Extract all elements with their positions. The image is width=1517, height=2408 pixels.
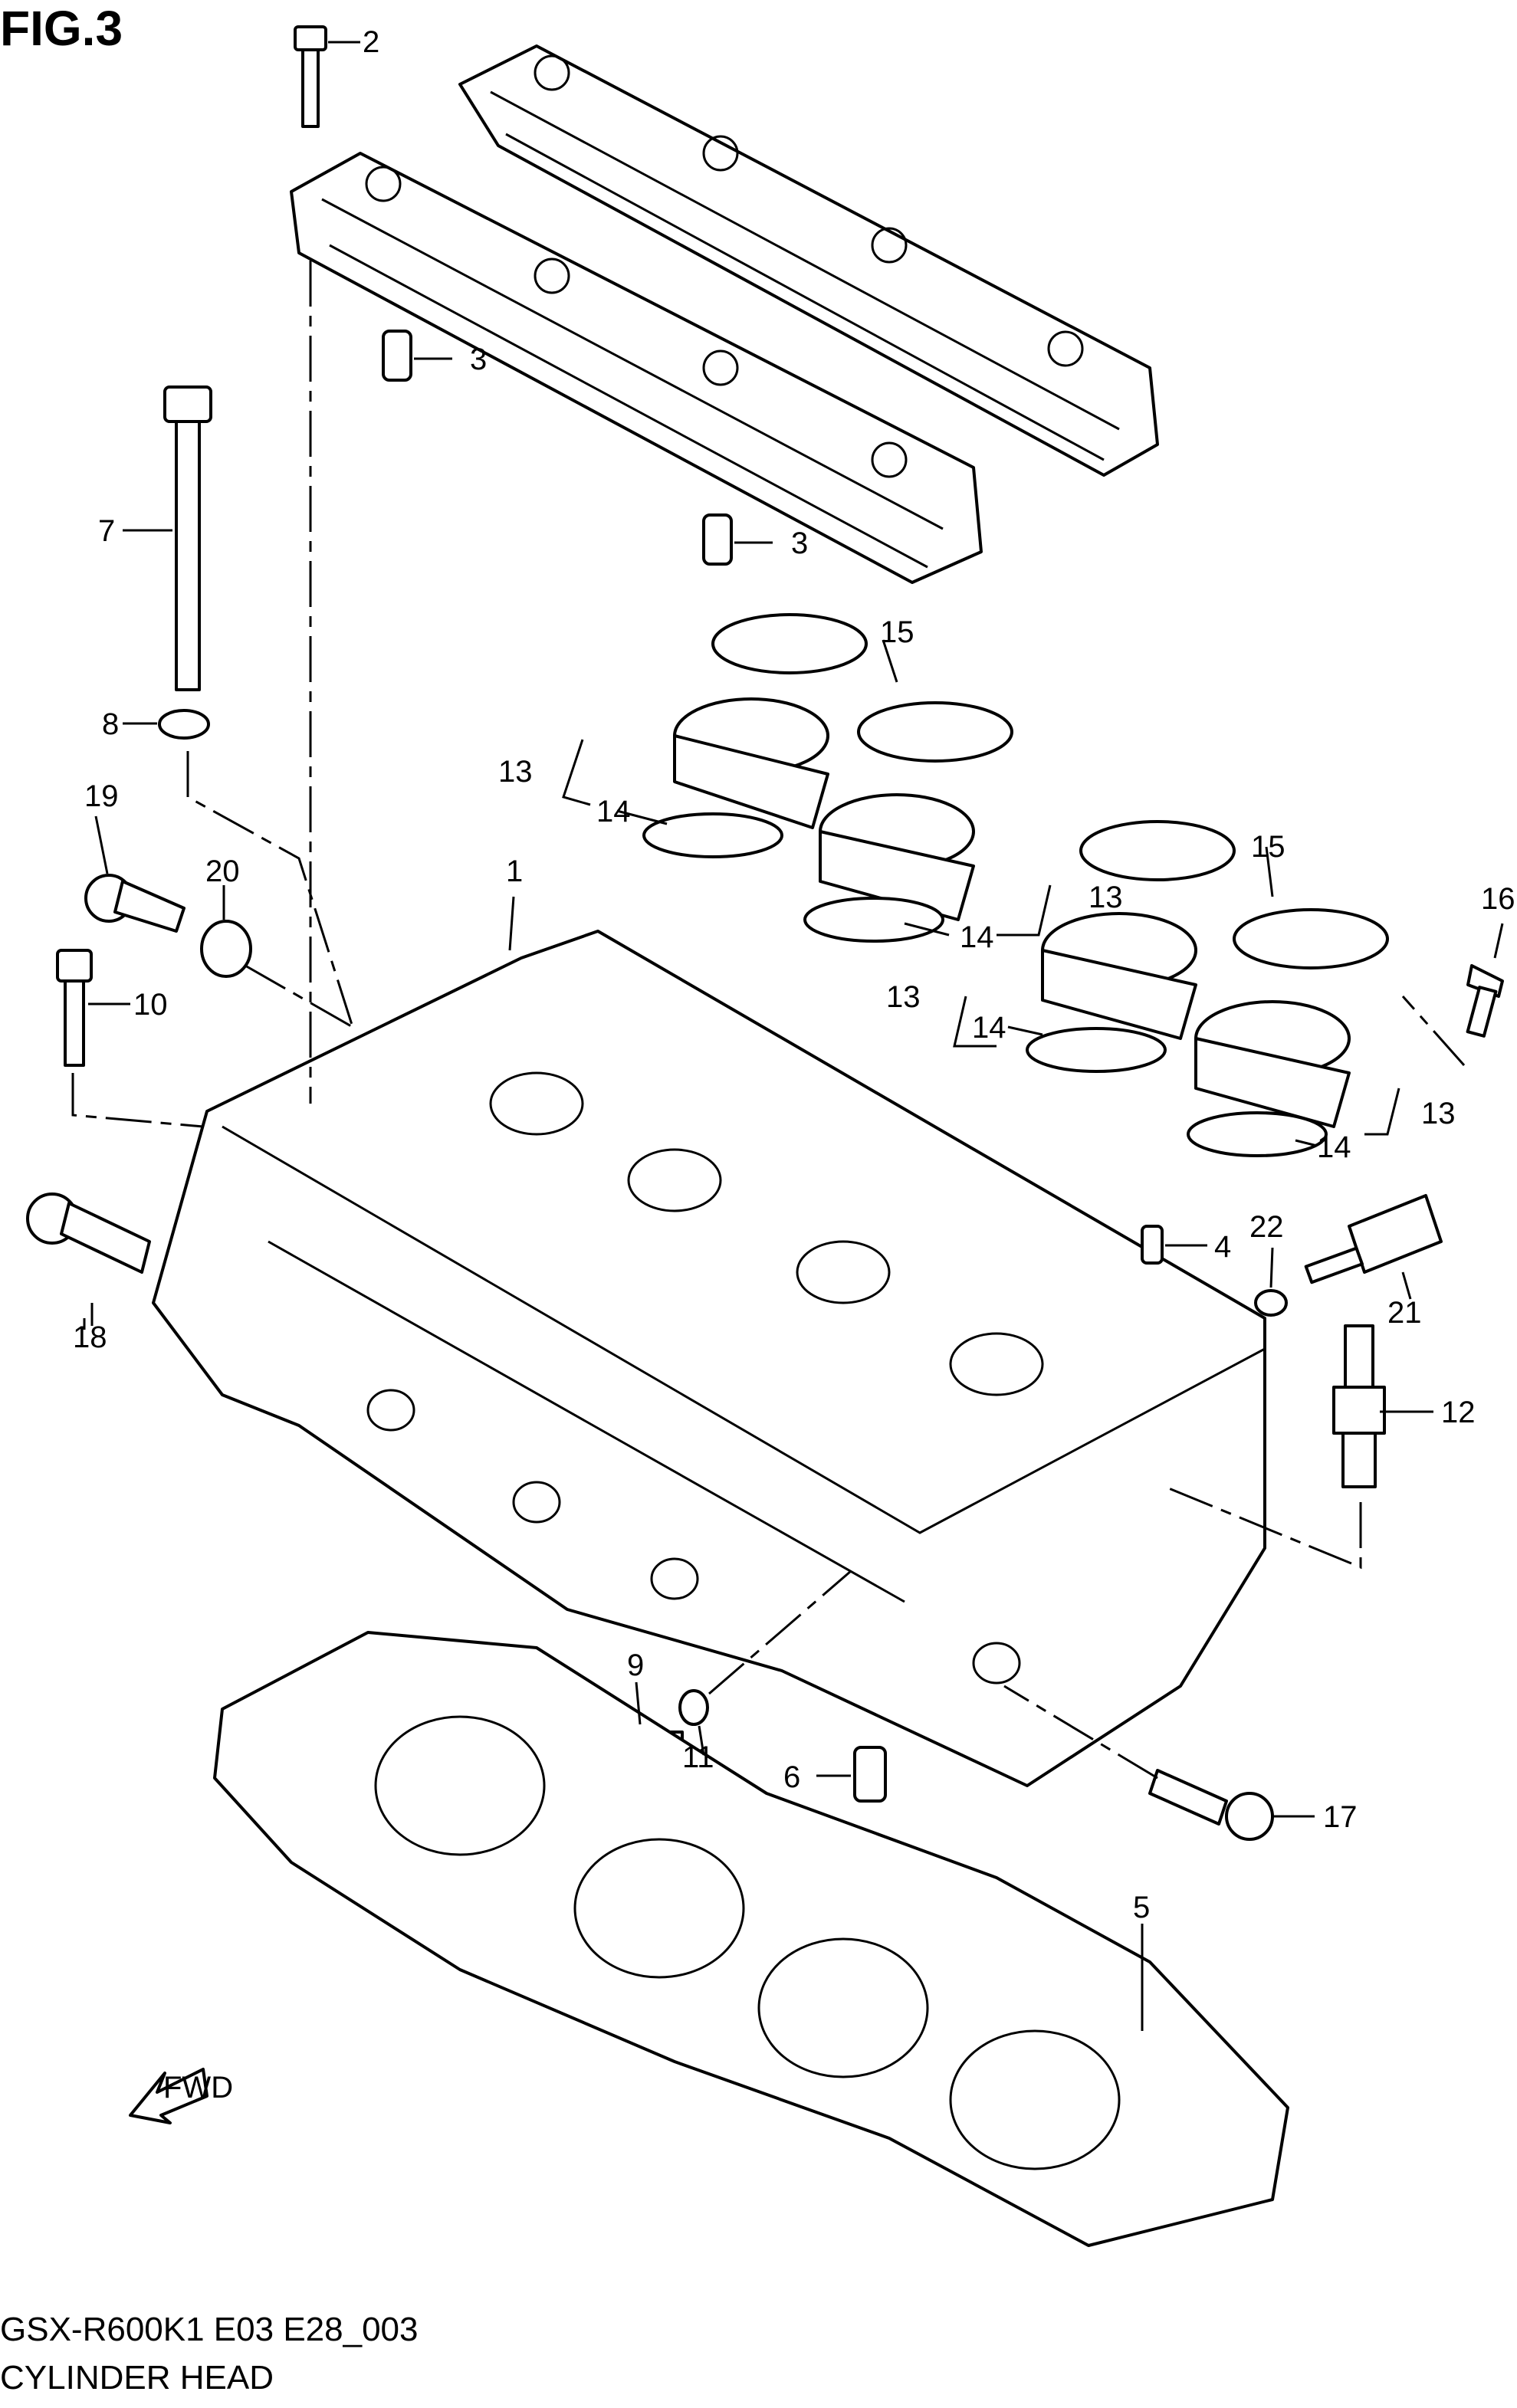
clamp-15c — [1079, 820, 1236, 881]
bolt-17 — [1148, 1769, 1274, 1841]
bolt-10 — [56, 949, 93, 1067]
callout-16: 16 — [1481, 882, 1515, 916]
o-ring-14b — [803, 897, 944, 943]
callout-labels: 2 3 3 7 8 19 20 10 18 1 15 15 13 14 13 1… — [73, 25, 1515, 1924]
bolt-18 — [26, 1193, 151, 1274]
camshaft-holder-rear — [458, 44, 1159, 477]
diagram-caption: CYLINDER HEAD — [0, 2359, 274, 2397]
fwd-label: FWD — [163, 2071, 233, 2105]
leader-lines — [83, 41, 1504, 2031]
clamp-15a — [711, 613, 868, 674]
callout-14c: 14 — [972, 1011, 1006, 1045]
o-ring-14d — [1187, 1111, 1328, 1157]
callout-13d: 13 — [1421, 1097, 1456, 1130]
callout-11: 11 — [682, 1740, 714, 1774]
washer-8 — [158, 709, 210, 740]
callout-9: 9 — [627, 1649, 644, 1682]
bolt-7 — [163, 385, 212, 691]
callout-13c: 13 — [886, 980, 921, 1014]
diagram-code: GSX-R600K1 E03 E28_003 — [0, 2311, 419, 2348]
callout-21: 21 — [1387, 1296, 1422, 1330]
intake-pipe-13c — [1041, 912, 1197, 1040]
bolt-19 — [84, 874, 186, 933]
callout-3b: 3 — [791, 527, 808, 560]
callout-13a: 13 — [498, 755, 533, 789]
callout-8: 8 — [102, 707, 119, 741]
callout-15b: 15 — [1251, 830, 1286, 864]
callout-17: 17 — [1323, 1800, 1358, 1834]
callout-1: 1 — [506, 855, 523, 888]
head-gasket-5 — [213, 1631, 1289, 2247]
callout-22: 22 — [1249, 1210, 1284, 1244]
camshaft-holder-front — [290, 152, 983, 584]
callout-12: 12 — [1441, 1396, 1476, 1429]
callout-20: 20 — [205, 855, 240, 888]
intake-pipe-13a — [673, 697, 829, 829]
clamp-15b — [857, 701, 1013, 763]
clamp-15d — [1233, 908, 1389, 969]
o-ring-11 — [678, 1689, 709, 1726]
bolt-2 — [294, 25, 327, 128]
alignment-lines — [71, 261, 1466, 1780]
screw-16 — [1466, 964, 1504, 1038]
callout-14b: 14 — [960, 920, 994, 954]
dowel-pin-3a — [382, 330, 412, 382]
gasket-22 — [1254, 1289, 1288, 1317]
intake-pipe-13b — [819, 793, 975, 921]
callout-10: 10 — [133, 988, 168, 1022]
dowel-pin-6 — [853, 1746, 887, 1803]
plug-4 — [1141, 1225, 1164, 1265]
washer-20 — [200, 920, 252, 978]
callout-19: 19 — [84, 779, 119, 813]
callout-4: 4 — [1214, 1230, 1231, 1264]
callout-15a: 15 — [880, 615, 914, 649]
callout-3a: 3 — [470, 343, 487, 376]
cylinder-head — [152, 930, 1266, 1787]
callout-18: 18 — [73, 1320, 107, 1354]
callout-13b: 13 — [1088, 881, 1123, 914]
callout-14a: 14 — [596, 795, 631, 828]
callout-14d: 14 — [1317, 1130, 1351, 1164]
callout-7: 7 — [98, 514, 115, 548]
spark-plug-12 — [1332, 1324, 1386, 1488]
callout-5: 5 — [1133, 1891, 1150, 1924]
sensor-21 — [1304, 1194, 1443, 1284]
callout-6: 6 — [783, 1760, 800, 1794]
intake-pipe-13d — [1194, 1000, 1351, 1128]
figure-title: FIG.3 — [0, 1, 123, 56]
callout-2: 2 — [363, 25, 379, 59]
o-ring-14c — [1026, 1027, 1167, 1073]
fwd-arrow-icon: FWD — [129, 2068, 233, 2124]
o-ring-14a — [642, 812, 783, 858]
dowel-pin-3b — [702, 513, 733, 566]
